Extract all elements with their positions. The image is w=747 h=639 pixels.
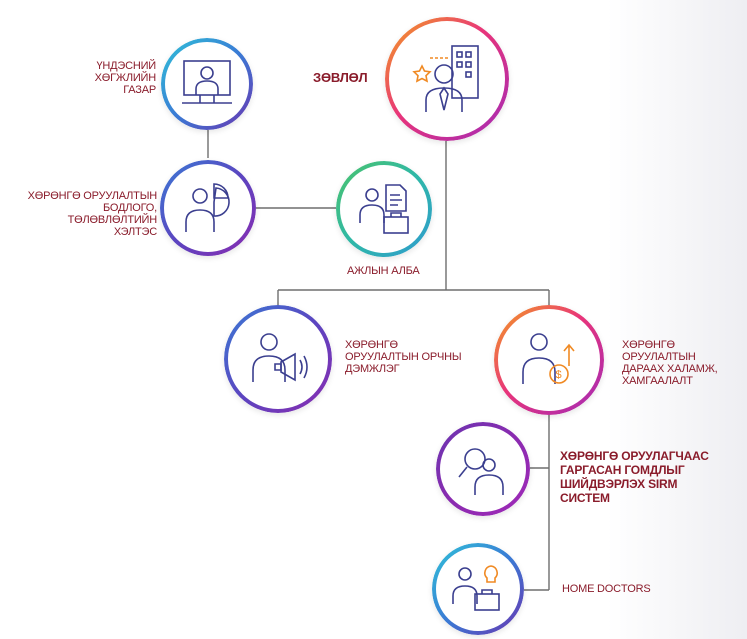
council-label: ЗӨВЛӨЛ: [313, 70, 368, 85]
environment-label: ХӨРӨНГӨ ОРУУЛАЛТЫН ОРЧНЫ ДЭМЖЛЭГ: [345, 339, 462, 375]
staff-document-briefcase-icon: [359, 184, 409, 234]
home-doctors-node[interactable]: [432, 543, 524, 635]
sirm-label: ХӨРӨНГӨ ОРУУЛАГЧААС ГАРГАСАН ГОМДЛЫГ ШИЙ…: [560, 449, 709, 505]
sirm-node[interactable]: [436, 422, 530, 516]
office-node[interactable]: [336, 161, 432, 257]
policy-node[interactable]: [160, 160, 256, 256]
council-node[interactable]: [385, 17, 509, 141]
home-doctors-label: HOME DOCTORS: [562, 583, 651, 595]
background-shade: [607, 0, 747, 639]
magnifier-person-icon: [458, 448, 504, 495]
investor-coin-growth-icon: $: [522, 333, 575, 384]
speaker-megaphone-icon: [252, 333, 308, 382]
aftercare-label: ХӨРӨНГӨ ОРУУЛАЛТЫН ДАРААХ ХАЛАМЖ, ХАМГАА…: [622, 339, 718, 387]
aftercare-node[interactable]: $: [494, 305, 604, 415]
presenter-monitor-icon: [182, 60, 232, 104]
analyst-chart-icon: [185, 183, 230, 232]
office-label: АЖЛЫН АЛБА: [347, 265, 420, 277]
environment-node[interactable]: [224, 305, 332, 413]
ndc-node[interactable]: [161, 38, 253, 130]
executive-building-icon: [412, 45, 479, 112]
ndc-label: ҮНДЭСНИЙ ХӨГЖЛИЙН ГАЗАР: [94, 60, 157, 96]
idea-briefcase-icon: [452, 565, 500, 611]
policy-label: ХӨРӨНГӨ ОРУУЛАЛТЫН БОДЛОГО, ТӨЛӨВЛӨЛТИЙН…: [27, 190, 158, 238]
svg-text:$: $: [556, 369, 562, 381]
